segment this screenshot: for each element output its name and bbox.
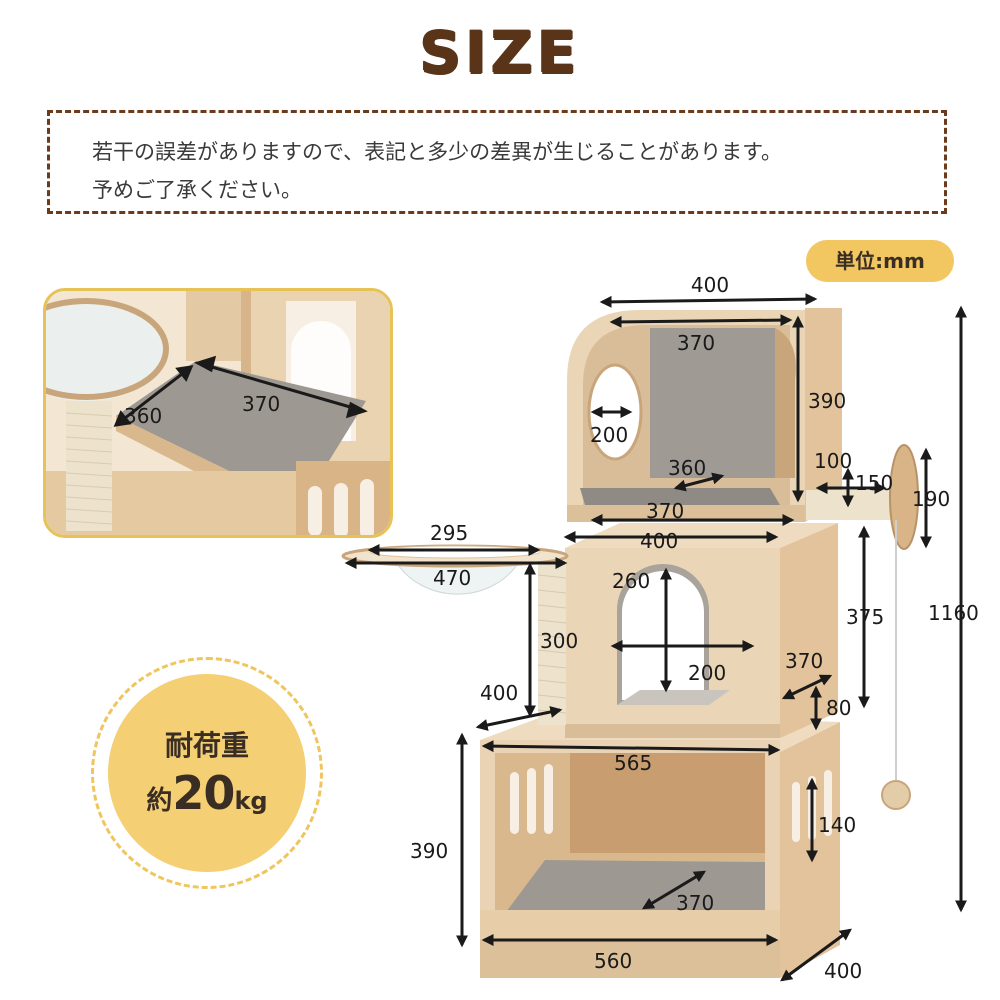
page-title: SIZE: [419, 18, 581, 86]
dim-top-bed-depth: 360: [668, 456, 706, 480]
load-label: 耐荷重: [164, 729, 249, 762]
base-box: [480, 712, 840, 978]
dimension-lines: [344, 293, 967, 982]
load-capacity-badge: 耐荷重 約20kg: [91, 657, 323, 889]
dimension-labels: 400 370 390 200 360 370 100 150 190 1160…: [410, 273, 979, 983]
load-value: 20: [172, 766, 235, 820]
dim-toy-offset: 150: [855, 471, 893, 495]
dim-total-height: 1160: [928, 601, 979, 625]
load-prefix: 約: [146, 786, 173, 816]
dim-middle-arch-width: 200: [688, 661, 726, 685]
dim-top-width-outer: 400: [691, 273, 729, 297]
dim-middle-side: 375: [846, 605, 884, 629]
notice-box: 若干の誤差がありますので、表記と多少の差異が生じることがあります。 予めご了承く…: [47, 110, 947, 214]
notice-line-2: 予めご了承ください。: [92, 178, 302, 202]
dim-post-height: 300: [540, 629, 578, 653]
dim-toy-disc: 190: [912, 487, 950, 511]
dim-base-width: 560: [594, 949, 632, 973]
inset-closeup: 360 370: [43, 288, 393, 538]
load-unit: kg: [234, 787, 268, 815]
dim-top-bed-width: 370: [646, 499, 684, 523]
dim-base-depth: 400: [824, 959, 862, 983]
dim-base-depth-left: 400: [480, 681, 518, 705]
dim-bowl-inner: 295: [430, 521, 468, 545]
dim-toy-arm: 100: [814, 449, 852, 473]
dim-top-hole: 200: [590, 423, 628, 447]
dim-middle-width: 400: [640, 529, 678, 553]
dim-base-bed: 370: [676, 891, 714, 915]
dim-base-height: 390: [410, 839, 448, 863]
dim-base-slot: 140: [818, 813, 856, 837]
dim-middle-base: 80: [826, 696, 851, 720]
middle-box: [565, 523, 838, 738]
notice-line-1: 若干の誤差がありますので、表記と多少の差異が生じることがあります。: [92, 140, 783, 164]
unit-badge: 単位:mm: [806, 240, 954, 282]
load-capacity-circle: 耐荷重 約20kg: [108, 674, 306, 872]
inset-illustration: 360 370: [46, 291, 390, 535]
dim-top-height: 390: [808, 389, 846, 413]
dim-bowl-outer: 470: [433, 566, 471, 590]
scratch-post: [537, 560, 567, 725]
dim-middle-depth: 370: [785, 649, 823, 673]
inset-depth-label: 360: [124, 404, 162, 428]
dim-base-top-width: 565: [614, 751, 652, 775]
dim-top-width-inner: 370: [677, 331, 715, 355]
dim-middle-arch-height: 260: [612, 569, 650, 593]
load-value-line: 約20kg: [108, 766, 306, 820]
top-house: [567, 308, 842, 522]
inset-width-label: 370: [242, 392, 280, 416]
